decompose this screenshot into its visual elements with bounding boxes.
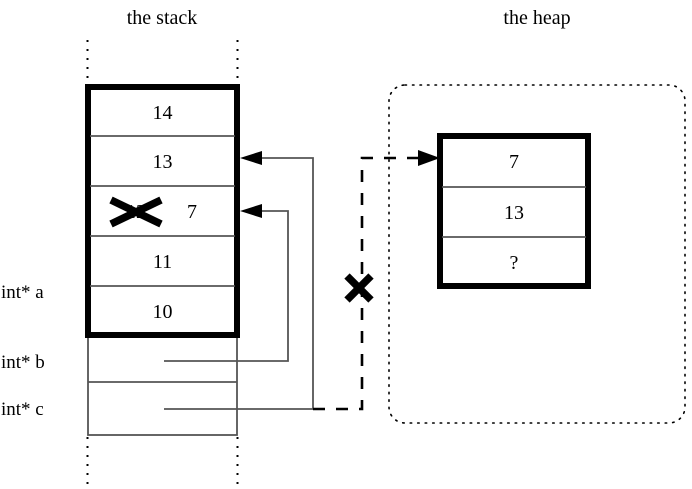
heap-cell-value-1: 13 xyxy=(504,202,524,224)
variable-label-b: int* b xyxy=(1,352,45,373)
pointer-c-stack-arrowhead xyxy=(240,151,262,165)
stack-cell-value-2-old: 12 xyxy=(126,201,146,223)
stack-cell-value-2-new: 7 xyxy=(187,201,197,223)
heap-cell-value-2: ? xyxy=(509,252,519,274)
pointer-b-arrowhead xyxy=(240,204,262,218)
pointer-c-stack-line xyxy=(164,157,314,410)
stack-frame-box xyxy=(85,84,240,338)
stack-cell-value-3: 11 xyxy=(152,251,173,273)
stack-title: the stack xyxy=(126,7,198,29)
variable-label-c: int* c xyxy=(1,399,44,420)
variable-label-a: int* a xyxy=(1,282,44,303)
dangling-pointer-arrowhead xyxy=(418,150,440,166)
stack-cell-value-0: 14 xyxy=(152,102,173,124)
heap-title: the heap xyxy=(503,7,571,29)
heap-block-box xyxy=(437,133,591,289)
dangling-pointer-dashed-line xyxy=(313,156,422,411)
heap-cell-value-0: 7 xyxy=(509,151,519,173)
stack-cell-value-4: 10 xyxy=(152,301,173,323)
stack-variables-box xyxy=(87,333,238,436)
struck-value-x-icon xyxy=(109,196,163,228)
stack-cell-value-1: 13 xyxy=(152,151,173,173)
pointer-b-line xyxy=(164,210,289,362)
invalid-pointer-x-icon xyxy=(344,273,374,303)
heap-region-outline xyxy=(388,84,686,424)
